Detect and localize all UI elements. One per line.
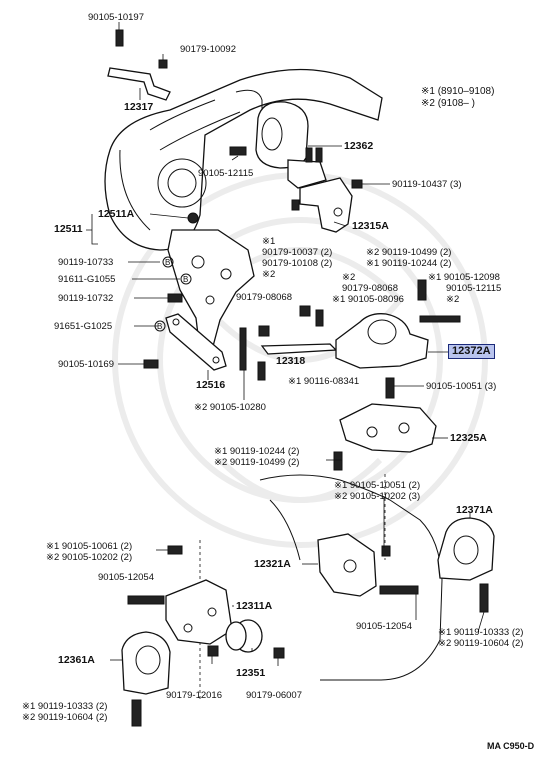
part-label[interactable]: ※1 90119-10244 (2) [366,258,452,269]
part-label[interactable]: 90179-12016 [166,690,222,701]
part-label[interactable]: 90179-10108 (2) [262,258,333,269]
part-label[interactable]: 90105-10169 [58,359,114,370]
part-label[interactable]: ※1 90105-10061 (2) [46,541,133,552]
part-label[interactable]: 12511 [54,223,83,235]
part-label[interactable]: 90105-12115 [446,283,502,294]
part-label[interactable]: 90119-10732 [58,293,114,304]
part-label[interactable]: 12351 [236,667,266,679]
part-label[interactable]: 90105-10197 [88,12,144,23]
b-markers [154,256,192,332]
part-label[interactable]: 90179-08068 [236,292,292,303]
part-label[interactable]: ※1 90119-10333 (2) [438,627,524,638]
b-marker-1: B [165,258,171,267]
bracket-12317 [107,29,171,101]
part-label[interactable]: 90179-10092 [180,44,236,55]
part-label-highlighted[interactable]: 12372A [448,344,495,359]
bracket-12315A [291,177,363,233]
part-label[interactable]: 12511A [98,208,135,220]
part-label[interactable]: 12311A [236,600,273,612]
part-label[interactable]: 12325A [450,432,487,444]
bracket-12321A [317,533,419,597]
part-label[interactable]: 90179-08068 [342,283,398,294]
part-label[interactable]: ※1 90119-10333 (2) [22,701,108,712]
mount-12361A [121,631,171,727]
part-label[interactable]: 12318 [276,355,306,367]
mount-12371A [437,517,495,613]
part-label[interactable]: ※2 90119-10499 (2) [214,457,300,468]
part-label[interactable]: ※2 [446,294,460,305]
part-label[interactable]: ※2 90119-10604 (2) [438,638,524,649]
part-label[interactable]: 90105-12115 [198,168,254,179]
legend-note-1: ※1 (8910–9108) [421,86,495,97]
leader-lines [86,22,485,666]
part-label[interactable]: 12317 [124,101,154,113]
part-label[interactable]: 91651-G1025 [54,321,113,332]
legend-note-2: ※2 (9108– ) [421,98,475,109]
bracket-12311A [127,545,233,645]
part-label[interactable]: 90105-10051 (3) [426,381,497,392]
part-label[interactable]: 90105-12054 [98,572,154,583]
diagram-code: MA C950-D [487,741,535,751]
mount-12372A [260,279,461,369]
transmission-housing [104,68,383,251]
part-label[interactable]: 12315A [352,220,389,232]
part-label[interactable]: 12321A [254,558,291,570]
part-label[interactable]: ※2 [342,272,356,283]
part-label[interactable]: ※2 90105-10202 (2) [46,552,133,563]
part-label[interactable]: ※2 [262,269,276,280]
part-label[interactable]: ※1 [262,236,276,247]
part-label[interactable]: 90179-06007 [246,690,302,701]
part-label[interactable]: 12371A [456,504,493,516]
arm-12516 [165,313,227,371]
part-label[interactable]: 90105-12054 [356,621,412,632]
part-label[interactable]: 91611-G1055 [58,274,116,285]
date-legend: ※1 (8910–9108) ※2 (9108– ) [421,86,494,110]
bracket-12511 [167,212,255,353]
part-label[interactable]: 12361A [58,654,95,666]
b-marker-2: B [183,275,189,284]
part-label[interactable]: ※1 90116-08341 [288,376,360,387]
bolts-left [143,293,270,381]
part-label[interactable]: ※1 90119-10244 (2) [214,446,300,457]
part-label[interactable]: ※1 90105-08096 [332,294,404,305]
part-label[interactable]: ※2 90105-10202 (3) [334,491,421,502]
part-label[interactable]: 12362 [344,140,374,152]
part-label[interactable]: ※2 90119-10604 (2) [22,712,108,723]
mount-12362 [229,101,327,189]
part-label[interactable]: 12516 [196,379,226,391]
part-label[interactable]: 90179-10037 (2) [262,247,333,258]
b-marker-3: B [157,322,163,331]
bushing-12351 [207,619,285,659]
part-label[interactable]: ※2 90105-10280 [194,402,266,413]
bracket-12325A [333,377,437,471]
part-label[interactable]: 90119-10733 [58,257,114,268]
part-label[interactable]: ※1 90105-12098 [428,272,500,283]
part-label[interactable]: 90119-10437 (3) [392,179,462,190]
part-label[interactable]: ※2 90119-10499 (2) [366,247,452,258]
part-label[interactable]: ※1 90105-10051 (2) [334,480,421,491]
